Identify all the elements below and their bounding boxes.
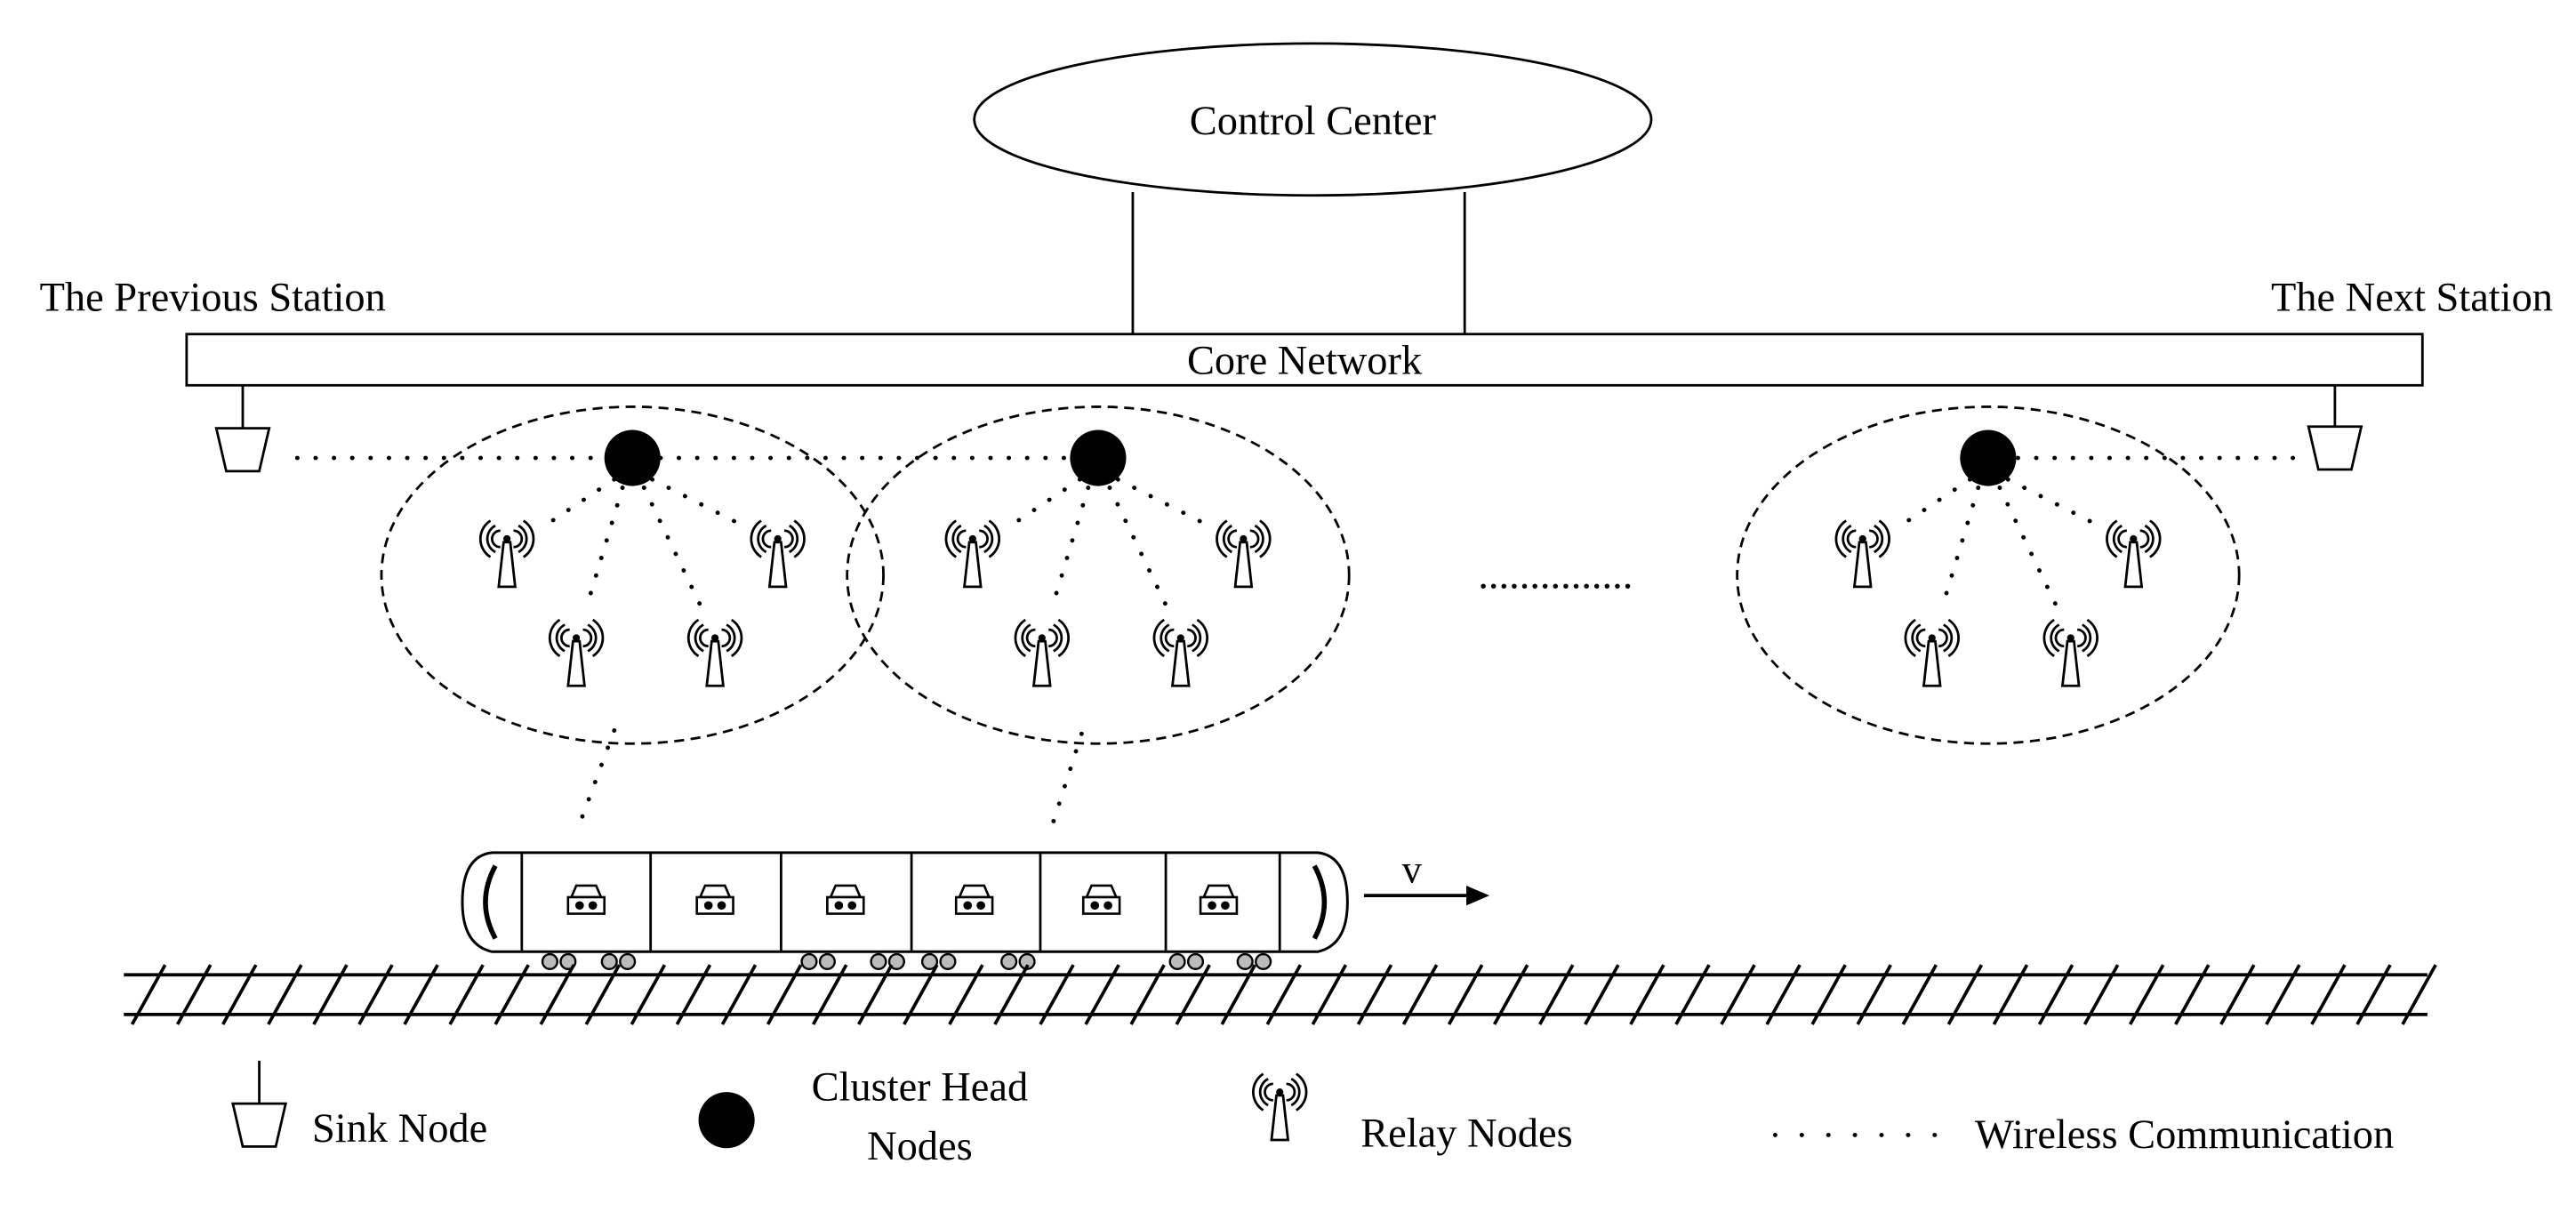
rail-tie (539, 964, 575, 1025)
cluster-head-1 (604, 429, 661, 486)
rail-tie (357, 964, 394, 1025)
legend-wireless-label: Wireless Communication (1975, 1112, 2394, 1158)
relay-node-icon (1152, 618, 1209, 687)
legend-relay-label: Relay Nodes (1360, 1111, 1572, 1156)
onboard-device-icon (1081, 884, 1121, 915)
legend-cluster-label-line1: Cluster Head (812, 1064, 1029, 1110)
rail-tie (1493, 964, 1529, 1025)
onboard-device-icon (1199, 884, 1239, 915)
relay-node-legend-icon (1251, 1072, 1308, 1142)
rail-tie (2355, 964, 2392, 1025)
rail-tie (720, 964, 758, 1025)
cluster-gap-ellipsis: ............... (1478, 553, 1633, 598)
rail-tie (221, 964, 258, 1025)
rail-tie (584, 964, 622, 1025)
legend-sink-label: Sink Node (312, 1106, 487, 1152)
rail-tie (1584, 964, 1620, 1025)
rail-tie (1084, 964, 1120, 1025)
control-center-label: Control Center (1190, 99, 1437, 144)
rail-tie (1946, 964, 1984, 1025)
rail-tie (2219, 964, 2256, 1025)
cluster-head-legend-icon (698, 1092, 755, 1149)
relay-node-icon (686, 618, 743, 687)
legend: Sink Node Cluster Head Nodes Relay Nodes… (231, 1060, 2394, 1169)
relay-node-icon (1216, 519, 1272, 589)
rail-tie (1810, 964, 1847, 1025)
rail-tie (312, 964, 349, 1025)
sink-node-right-icon (2307, 425, 2363, 471)
rail-tie (494, 964, 530, 1025)
sink-node-left-icon (214, 427, 271, 473)
cluster-head-2 (1070, 429, 1127, 486)
relay-node-icon (1014, 618, 1071, 687)
core-network-label: Core Network (1187, 338, 1423, 383)
rail-tie (1538, 964, 1575, 1025)
cluster-head-3 (1960, 429, 2017, 486)
rail-tie (993, 964, 1030, 1025)
rail-tie (1265, 964, 1303, 1025)
rail-tie (1674, 964, 1711, 1025)
cluster-1-boundary (380, 405, 885, 745)
onboard-device-icon (566, 884, 606, 915)
sink-node-legend-icon (231, 1102, 287, 1148)
relay-node-icon (548, 618, 605, 687)
rail-tie (2174, 964, 2211, 1025)
core-network-bar (185, 333, 2424, 387)
cluster-2-boundary (846, 405, 1351, 745)
rail-tie (2082, 964, 2120, 1025)
rail-tie (1901, 964, 1938, 1025)
rail-tie (948, 964, 984, 1025)
rail-tie (2037, 964, 2074, 1025)
relay-node-icon (2106, 519, 2162, 589)
rail-tie (903, 964, 939, 1025)
velocity-label: v (1402, 847, 1423, 891)
rail-tie (766, 964, 803, 1025)
rail-tie (1220, 964, 1256, 1025)
onboard-device-icon (826, 884, 865, 915)
relay-node-icon (750, 519, 806, 589)
rail-tie (1401, 964, 1439, 1025)
rail-tie (1175, 964, 1211, 1025)
rail-tie (675, 964, 712, 1025)
rail-tie (1039, 964, 1075, 1025)
rail-tie (1765, 964, 1802, 1025)
rail-tie (1356, 964, 1393, 1025)
relay-node-icon (1834, 519, 1890, 589)
legend-cluster-label-line2: Nodes (867, 1124, 973, 1169)
relay-node-icon (944, 519, 1001, 589)
rail-tie (176, 964, 213, 1025)
rail-tie (1447, 964, 1484, 1025)
next-station-label: The Next Station (2271, 276, 2553, 321)
onboard-device-icon (954, 884, 994, 915)
rail-tie (2128, 964, 2165, 1025)
rail-tie (2310, 964, 2347, 1025)
control-center-ellipse (973, 42, 1653, 197)
rail-tie (857, 964, 894, 1025)
rail-tie (267, 964, 303, 1025)
relay-node-icon (2042, 618, 2099, 687)
rail-tie (448, 964, 485, 1025)
rail-tie (811, 964, 848, 1025)
onboard-device-icon (695, 884, 734, 915)
train (461, 851, 1349, 970)
relay-node-icon (1904, 618, 1960, 687)
railway-track (124, 964, 2437, 1025)
rail-tie (1992, 964, 2029, 1025)
relay-node-icon (478, 519, 535, 589)
rail-tie (2401, 964, 2437, 1025)
rail-tie (1129, 964, 1166, 1025)
rail-tie (1311, 964, 1348, 1025)
rail-tie (1720, 964, 1756, 1025)
cluster-3-boundary (1736, 405, 2241, 745)
rail-tie (130, 964, 167, 1025)
rail-tie (1629, 964, 1665, 1025)
rail-tie (630, 964, 667, 1025)
rail-tie (403, 964, 439, 1025)
previous-station-label: The Previous Station (40, 276, 386, 321)
rail-tie (1856, 964, 1892, 1025)
rail-tie (2265, 964, 2301, 1025)
wireless-links (294, 455, 2301, 823)
